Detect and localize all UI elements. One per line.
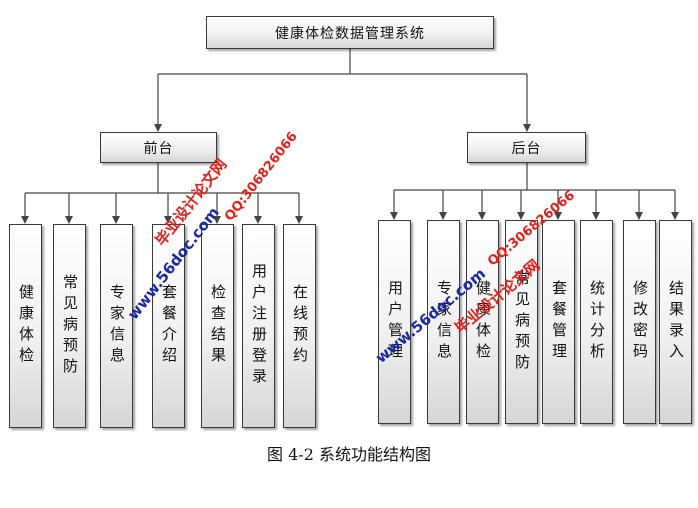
branch-node-frontend: 前台 <box>100 132 217 163</box>
connector-lines <box>21 49 679 224</box>
frontend-leaf: 检查结果 <box>201 224 234 428</box>
leaf-label: 套餐介绍 <box>160 284 178 368</box>
leaf-label: 统计分析 <box>588 280 606 364</box>
leaf-label: 用户管理 <box>386 280 404 364</box>
leaf-label: 在线预约 <box>291 284 309 368</box>
leaf-label: 健康体检 <box>474 280 492 364</box>
leaf-label: 结果录入 <box>667 280 685 364</box>
frontend-leaf: 专家信息 <box>100 224 133 428</box>
backend-leaf: 结果录入 <box>659 220 692 424</box>
leaf-label: 专家信息 <box>108 284 126 368</box>
leaf-label: 健康体检 <box>17 284 35 368</box>
leaf-label: 专家信息 <box>435 280 453 364</box>
frontend-leaf: 套餐介绍 <box>152 224 185 428</box>
leaf-label: 修改密码 <box>631 280 649 364</box>
frontend-leaf: 健康体检 <box>9 224 42 428</box>
root-node: 健康体检数据管理系统 <box>206 16 494 49</box>
function-structure-diagram: 健康体检数据管理系统 前台 后台 健康体检 常见病预防 专家信息 套餐介绍 检查… <box>9 16 692 428</box>
leaf-label: 套餐管理 <box>550 280 568 364</box>
frontend-leaf: 常见病预防 <box>53 224 86 428</box>
backend-leaf: 专家信息 <box>427 220 460 424</box>
branch-node-backend: 后台 <box>467 132 586 163</box>
backend-leaf: 健康体检 <box>466 220 499 424</box>
leaf-label: 常见病预防 <box>61 273 79 379</box>
backend-leaf: 修改密码 <box>623 220 656 424</box>
frontend-leaf: 在线预约 <box>283 224 316 428</box>
leaf-label: 常见病预防 <box>513 269 531 375</box>
backend-leaf: 常见病预防 <box>505 220 538 424</box>
backend-leaf: 套餐管理 <box>542 220 575 424</box>
backend-leaf: 用户管理 <box>378 220 411 424</box>
frontend-leaf: 用户注册登录 <box>242 224 275 428</box>
leaf-label: 用户注册登录 <box>250 263 268 389</box>
backend-leaf: 统计分析 <box>580 220 613 424</box>
figure-caption: 图 4-2 系统功能结构图 <box>267 445 431 464</box>
leaf-label: 检查结果 <box>209 284 227 368</box>
